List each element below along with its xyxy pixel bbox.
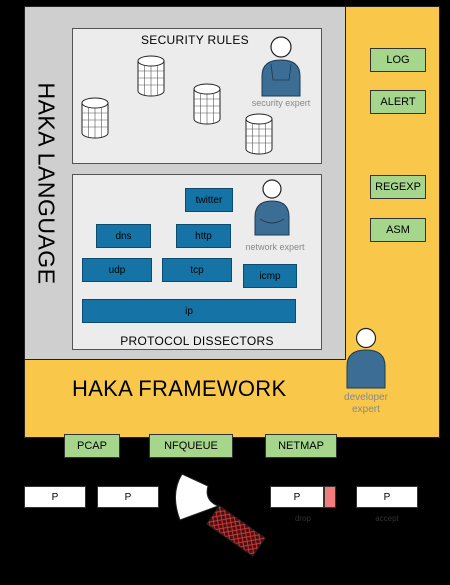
dns-dissector: dns <box>96 224 151 248</box>
protocol-dissectors-title: PROTOCOL DISSECTORS <box>120 334 274 348</box>
udp-dissector: udp <box>82 258 152 282</box>
nfqueue-capture-module: NFQUEUE <box>149 434 233 458</box>
database-icon <box>81 97 109 139</box>
accept-label: accept <box>375 514 399 523</box>
rejected-packet-icon <box>206 505 266 557</box>
filter-gate-icon <box>175 473 220 521</box>
haka-framework-title: HAKA FRAMEWORK <box>72 376 287 401</box>
database-icon <box>245 113 273 155</box>
packet-box: P <box>356 486 418 508</box>
ip-dissector: ip <box>82 299 296 323</box>
alert-module: ALERT <box>370 90 426 114</box>
database-icon <box>137 55 165 97</box>
developer-expert-label: developer expert <box>344 392 388 415</box>
drop-label: drop <box>294 514 311 523</box>
drop-marker <box>324 486 336 508</box>
packet-box: P <box>97 486 159 508</box>
network-expert-label: network expert <box>245 242 305 252</box>
twitter-dissector: twitter <box>185 188 233 212</box>
security-expert-label: security expert <box>251 98 311 108</box>
log-module: LOG <box>370 48 426 72</box>
packet-box: P <box>270 486 324 508</box>
netmap-capture-module: NETMAP <box>265 434 337 458</box>
haka-language-title-wrap: HAKA LANGUAGE <box>28 6 64 360</box>
regexp-module: REGEXP <box>370 175 426 199</box>
icmp-dissector: icmp <box>243 264 297 288</box>
packet-box: P <box>24 486 86 508</box>
security-rules-title: SECURITY RULES <box>140 33 249 47</box>
http-dissector: http <box>176 224 231 248</box>
security-expert-person-icon <box>261 36 301 97</box>
network-expert-person-icon <box>254 179 290 236</box>
database-icon <box>193 83 221 125</box>
haka-language-title: HAKA LANGUAGE <box>33 81 60 285</box>
pcap-capture-module: PCAP <box>64 434 120 458</box>
asm-module: ASM <box>370 218 426 242</box>
developer-expert-person-icon <box>346 327 386 389</box>
tcp-dissector: tcp <box>162 258 232 282</box>
